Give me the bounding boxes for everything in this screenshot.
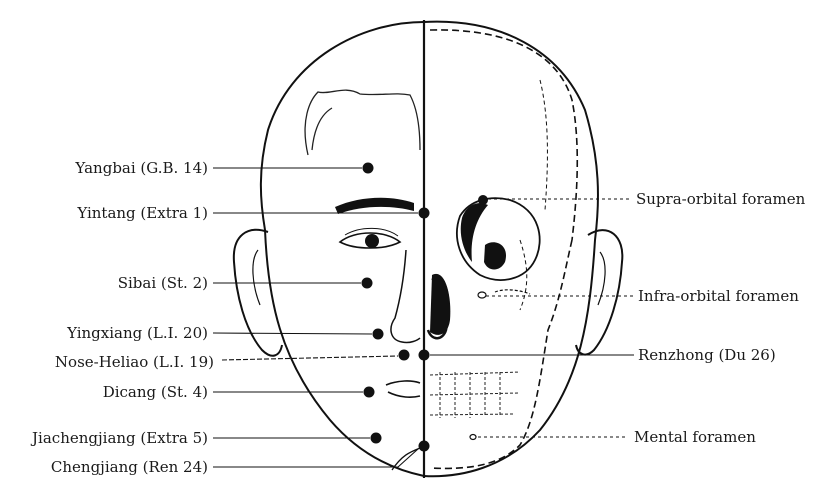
left-ear (234, 230, 282, 356)
label-yangbai: Yangbai (G.B. 14) (74, 159, 208, 177)
label-dicang: Dicang (St. 4) (103, 383, 208, 401)
label-yingxiang: Yingxiang (L.I. 20) (66, 324, 208, 342)
label-supra-orbital-foramen: Supra-orbital foramen (636, 190, 806, 208)
label-infra-orbital-foramen: Infra-orbital foramen (638, 287, 799, 305)
label-sibai: Sibai (St. 2) (118, 274, 208, 292)
eyebrow (335, 198, 414, 214)
infra-orbital-foramen-marker (478, 290, 530, 298)
label-yintang: Yintang (Extra 1) (76, 204, 208, 222)
label-jiachengjiang: Jiachengjiang (Extra 5) (30, 429, 208, 447)
point-chengjiang (419, 441, 430, 452)
orbit (457, 195, 540, 280)
point-renzhong (419, 350, 430, 361)
mouth (386, 381, 420, 397)
point-dicang (364, 387, 375, 398)
point-yintang (419, 208, 430, 219)
right-leader-lines (430, 199, 634, 437)
label-mental-foramen: Mental foramen (634, 428, 756, 446)
left-labels: Yangbai (G.B. 14) Yintang (Extra 1) Siba… (30, 159, 214, 476)
label-renzhong: Renzhong (Du 26) (638, 346, 776, 364)
point-jiachengjiang (371, 433, 382, 444)
right-labels: Supra-orbital foramen Infra-orbital fora… (634, 190, 806, 446)
label-chengjiang: Chengjiang (Ren 24) (51, 458, 208, 476)
point-sibai (362, 278, 373, 289)
eye (340, 228, 400, 248)
point-nose-heliao (399, 350, 410, 361)
nasal-cavity (430, 274, 450, 335)
mental-foramen-marker (470, 435, 476, 440)
label-nose-heliao: Nose-Heliao (L.I. 19) (55, 353, 214, 371)
teeth (430, 372, 520, 418)
hair (305, 90, 420, 155)
point-yangbai (363, 163, 374, 174)
head-outline (261, 22, 598, 477)
point-yingxiang (373, 329, 384, 340)
